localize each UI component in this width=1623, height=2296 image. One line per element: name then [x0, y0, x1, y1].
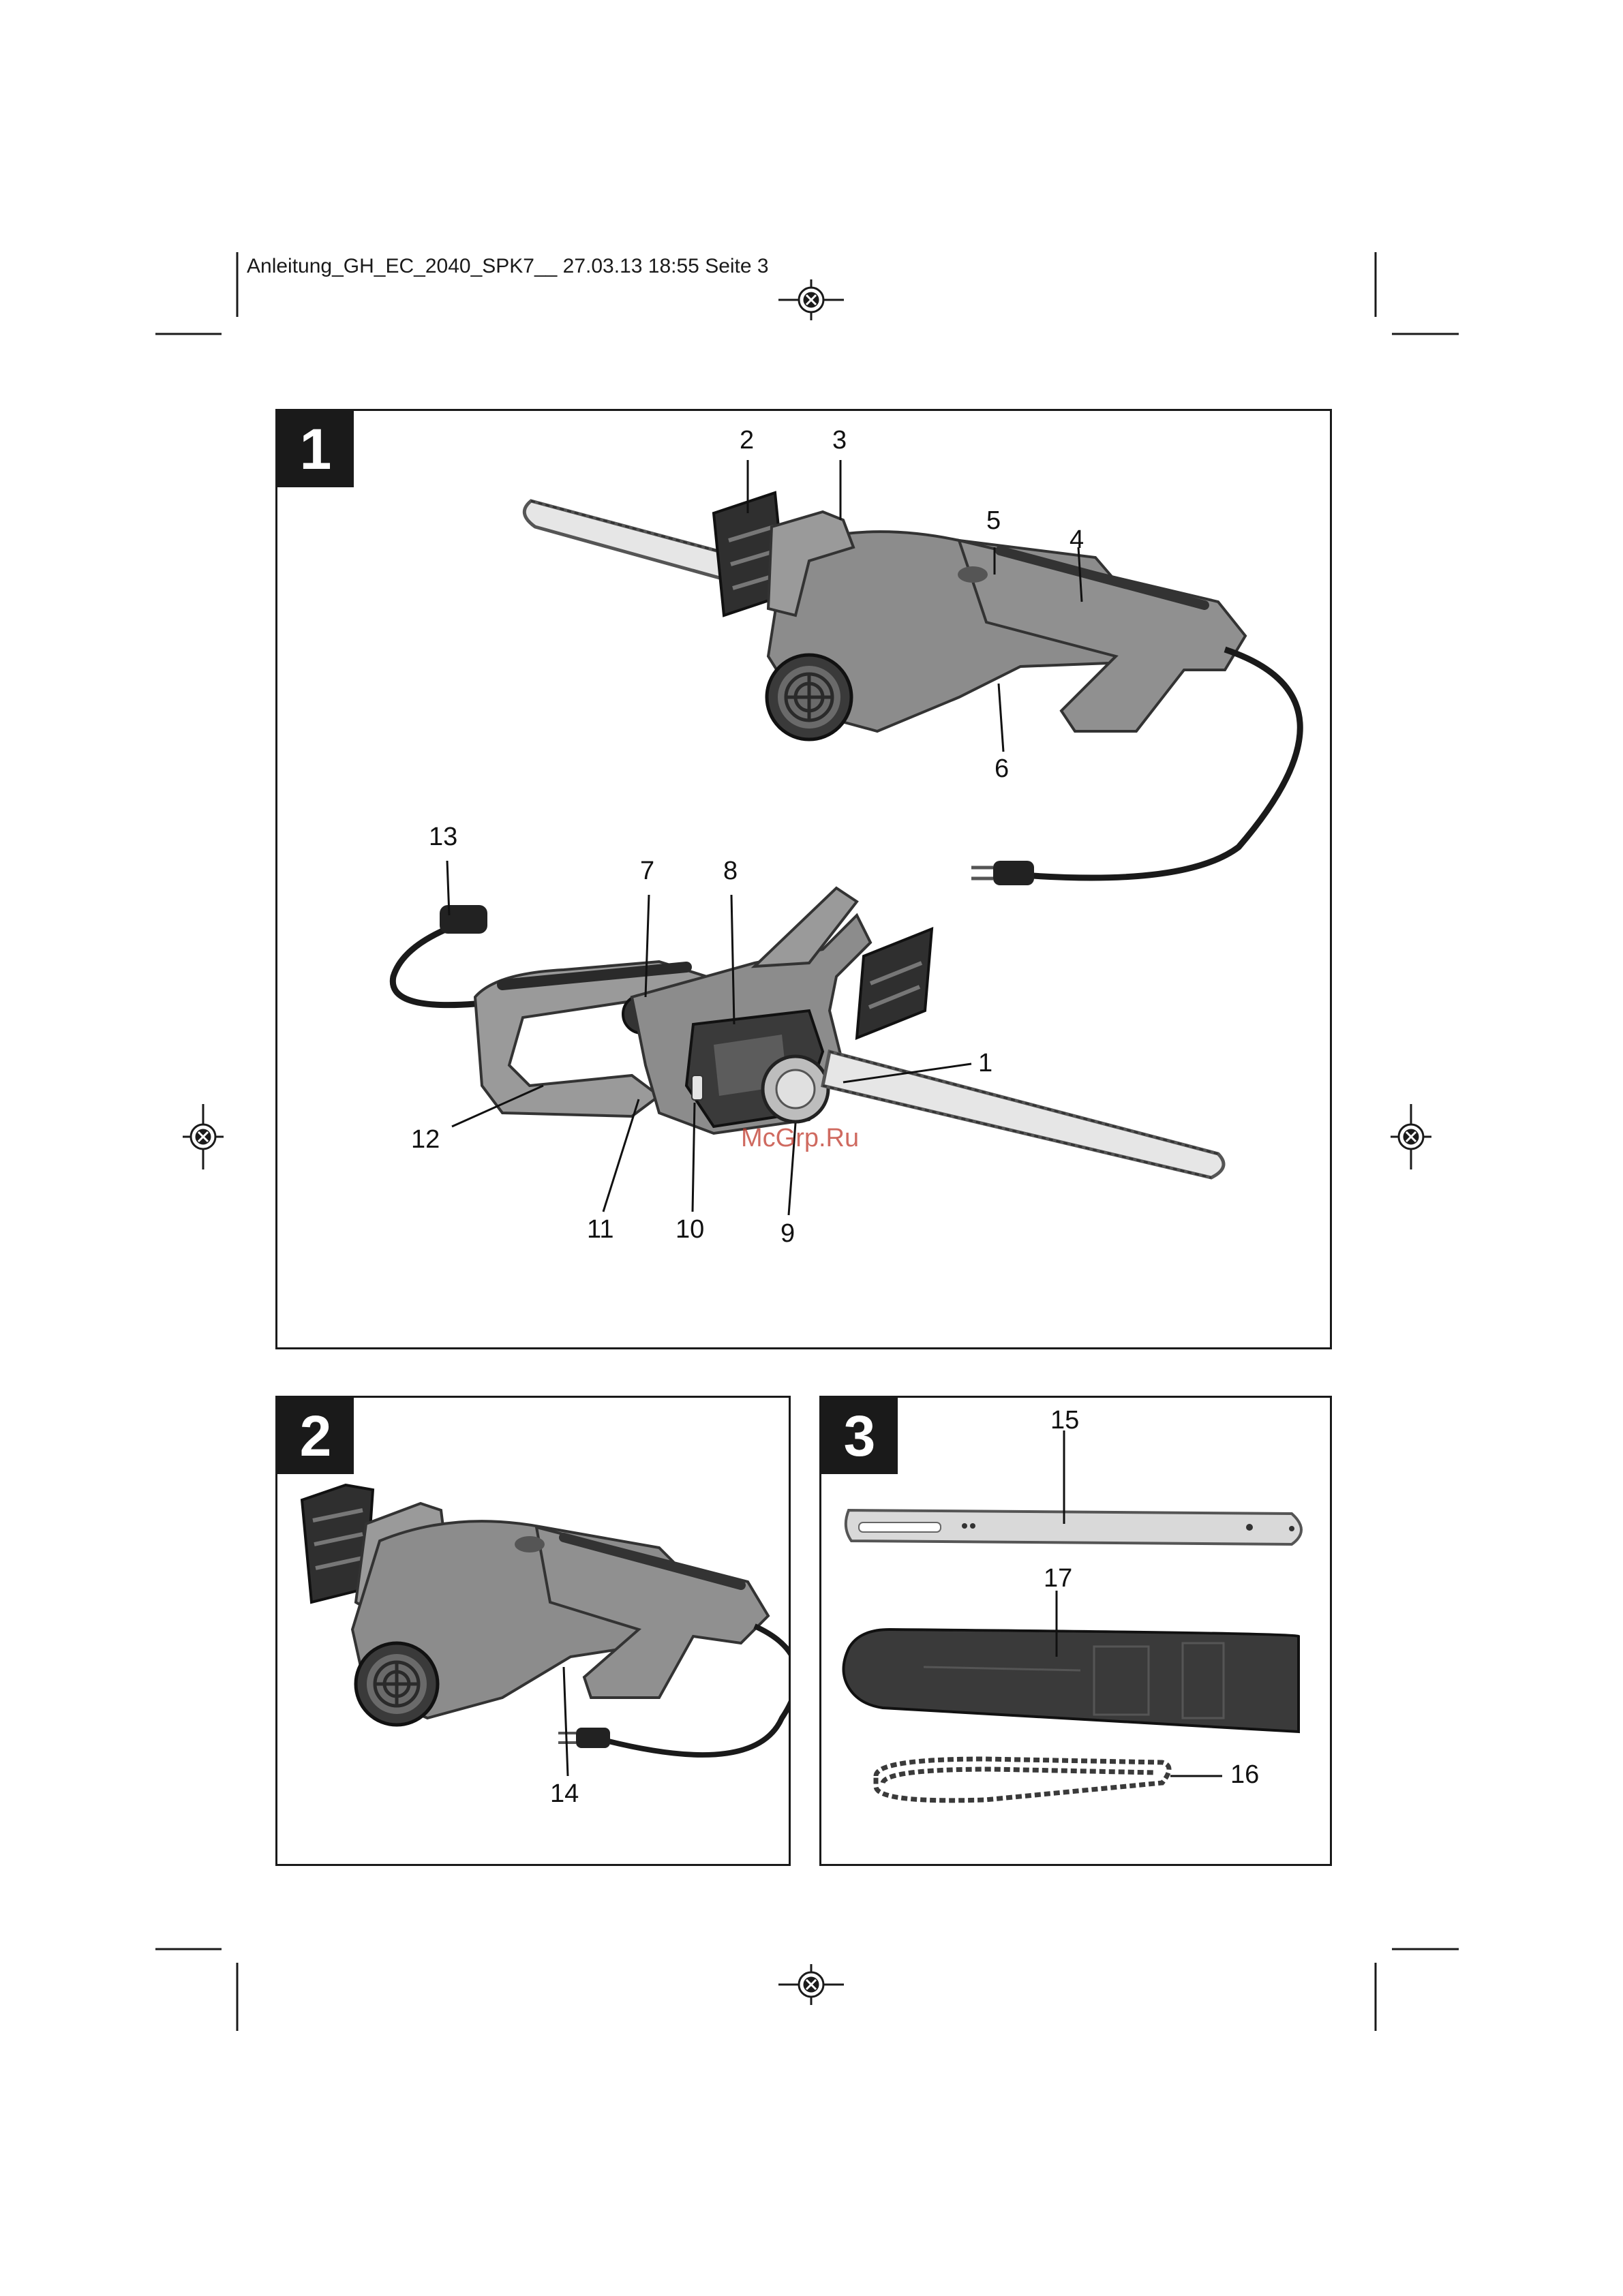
callout-7: 7 [640, 857, 654, 886]
print-slug: Anleitung_GH_EC_2040_SPK7__ 27.03.13 18:… [247, 255, 769, 278]
figure-3-panel: 3 15 17 16 [819, 1396, 1332, 1866]
callout-9: 9 [780, 1219, 795, 1249]
callout-1: 1 [978, 1049, 992, 1078]
callout-12: 12 [411, 1125, 440, 1154]
callout-10: 10 [676, 1215, 704, 1244]
figure-2-panel: 2 14 [275, 1396, 791, 1866]
callout-3: 3 [832, 426, 847, 455]
registration-mark-bottom [778, 1964, 844, 2005]
chainsaw-rear-view [524, 493, 1300, 885]
callout-14: 14 [550, 1779, 579, 1809]
callout-5: 5 [986, 506, 1001, 536]
callout-4: 4 [1070, 525, 1084, 555]
registration-mark-top [778, 279, 844, 320]
registration-mark-left [183, 1104, 224, 1169]
callout-6: 6 [995, 754, 1009, 784]
figure-1-panel: 1 [275, 409, 1332, 1349]
callout-16: 16 [1230, 1760, 1259, 1790]
callout-17: 17 [1044, 1564, 1072, 1593]
callout-8: 8 [723, 857, 738, 886]
callout-11: 11 [587, 1215, 613, 1244]
callout-2: 2 [740, 426, 754, 455]
callout-13: 13 [429, 823, 457, 852]
callout-15: 15 [1050, 1406, 1079, 1435]
watermark-text: McGrp.Ru [741, 1124, 859, 1153]
registration-mark-right [1391, 1104, 1431, 1169]
figure-3-illustration [821, 1398, 1330, 1864]
figure-1-illustration [277, 411, 1330, 1347]
figure-2-illustration [277, 1398, 789, 1864]
